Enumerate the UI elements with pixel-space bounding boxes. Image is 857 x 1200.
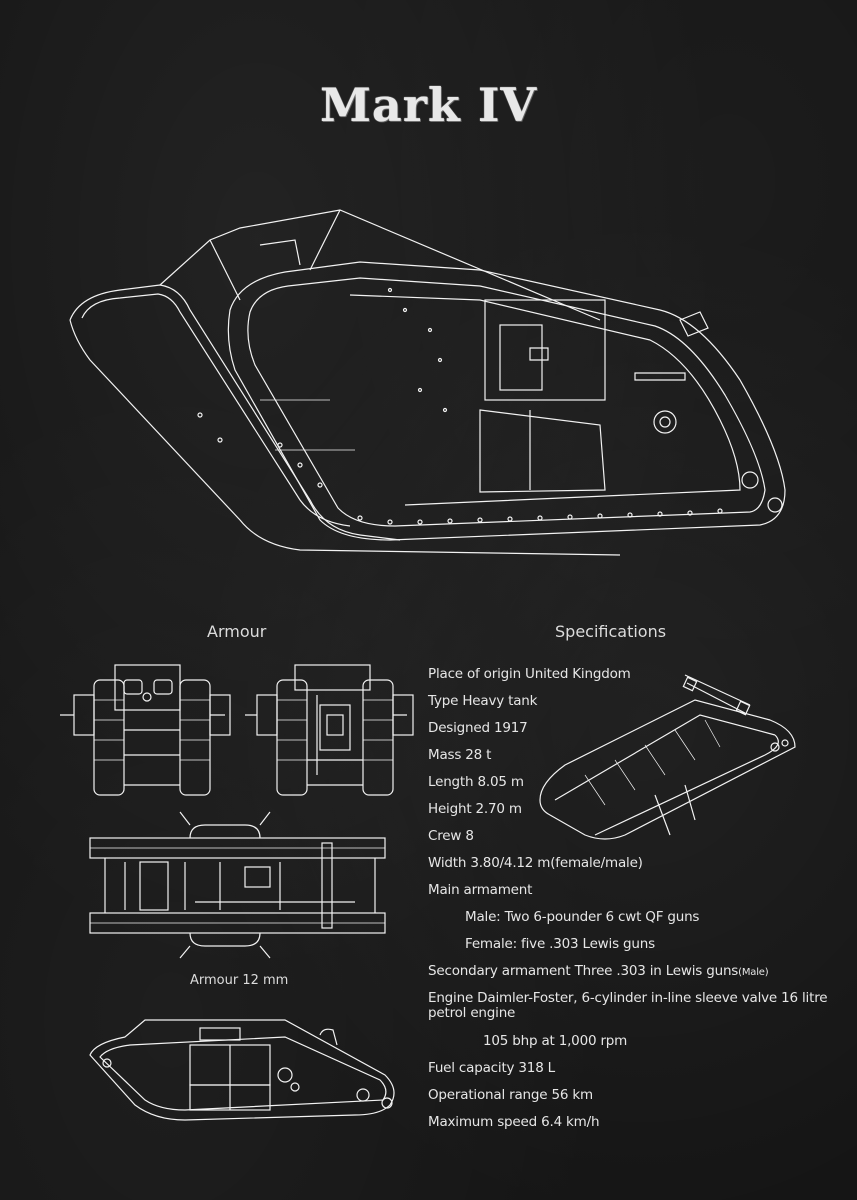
spec-engine-power: 105 bhp at 1,000 rpm bbox=[483, 1033, 628, 1049]
spec-main-armament: Main armament bbox=[428, 882, 533, 898]
spec-length: Length 8.05 m bbox=[428, 774, 524, 790]
spec-fuel-capacity: Fuel capacity 318 L bbox=[428, 1060, 556, 1076]
side-view-illustration bbox=[89, 1019, 395, 1121]
specifications-list: Place of origin United Kingdom Type Heav… bbox=[428, 666, 828, 1141]
armour-caption: Armour 12 mm bbox=[190, 973, 289, 988]
spec-designed: Designed 1917 bbox=[428, 720, 528, 736]
isometric-view-illustration bbox=[539, 674, 796, 840]
top-view-illustration bbox=[89, 811, 386, 959]
spec-crew: Crew 8 bbox=[428, 828, 474, 844]
spec-operational-range: Operational range 56 km bbox=[428, 1087, 593, 1103]
spec-secondary-armament: Secondary armament Three .303 in Lewis g… bbox=[428, 963, 769, 979]
rear-view-illustration bbox=[245, 664, 414, 796]
spec-engine: Engine Daimler-Foster, 6-cylinder in-lin… bbox=[428, 990, 828, 1021]
spec-place-of-origin: Place of origin United Kingdom bbox=[428, 666, 631, 682]
specifications-heading: Specifications bbox=[555, 622, 667, 641]
spec-main-armament-female: Female: five .303 Lewis guns bbox=[465, 936, 655, 952]
poster-title: Mark IV bbox=[319, 78, 538, 132]
spec-main-armament-male: Male: Two 6-pounder 6 cwt QF guns bbox=[465, 909, 700, 925]
spec-width: Width 3.80/4.12 m(female/male) bbox=[428, 855, 643, 871]
main-tank-illustration bbox=[69, 209, 786, 556]
spec-height: Height 2.70 m bbox=[428, 801, 522, 817]
spec-mass: Mass 28 t bbox=[428, 747, 492, 763]
armour-heading: Armour bbox=[207, 622, 267, 641]
spec-maximum-speed: Maximum speed 6.4 km/h bbox=[428, 1114, 600, 1130]
spec-type: Type Heavy tank bbox=[428, 693, 538, 709]
front-view-illustration bbox=[60, 664, 231, 796]
